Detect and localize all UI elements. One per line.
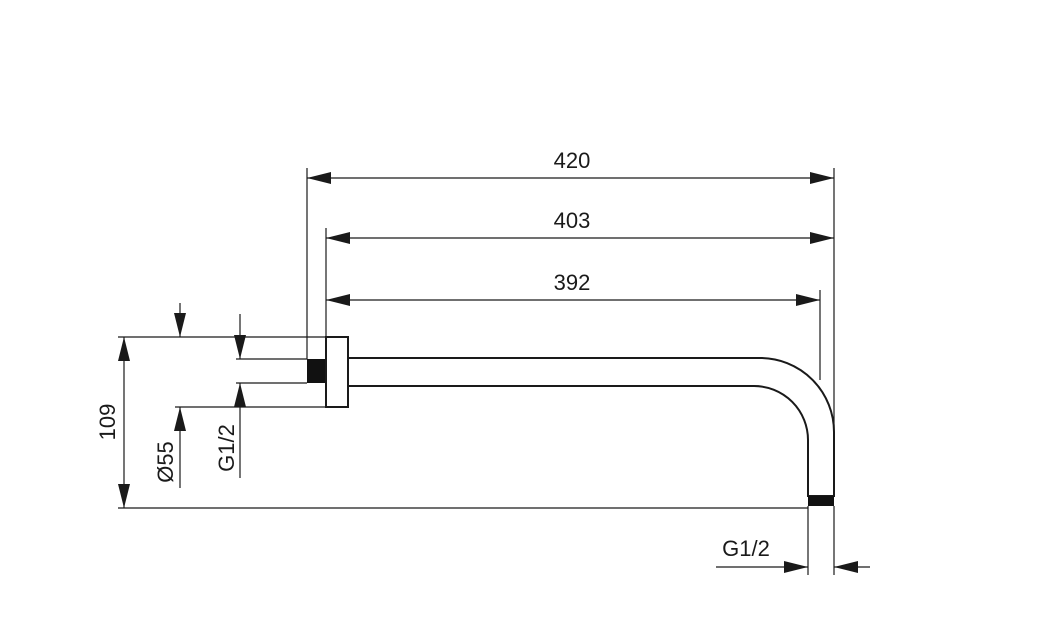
extension-lines (118, 168, 835, 575)
dimension-392: 392 (326, 270, 820, 306)
dimension-109: 109 (95, 337, 130, 508)
dimension-outlet-thread: G1/2 (716, 536, 870, 573)
dimension-420: 420 (307, 148, 834, 184)
dimension-label-392: 392 (554, 270, 591, 295)
dimension-label-403: 403 (554, 208, 591, 233)
dimension-label-wall-thread: G1/2 (214, 424, 239, 472)
dimension-label-outlet-thread: G1/2 (722, 536, 770, 561)
dimension-diameter-55: Ø55 (153, 303, 186, 488)
outlet-thread-connector (808, 496, 834, 506)
wall-thread-connector (307, 359, 326, 383)
shower-arm-part (307, 336, 835, 506)
dimension-label-diameter: Ø55 (153, 441, 178, 483)
wall-flange (325, 336, 349, 408)
dimension-label-420: 420 (554, 148, 591, 173)
arm-tube (347, 357, 835, 497)
dimension-label-109: 109 (95, 404, 120, 441)
dimension-wall-thread: G1/2 (214, 314, 246, 478)
dimension-403: 403 (326, 208, 834, 244)
